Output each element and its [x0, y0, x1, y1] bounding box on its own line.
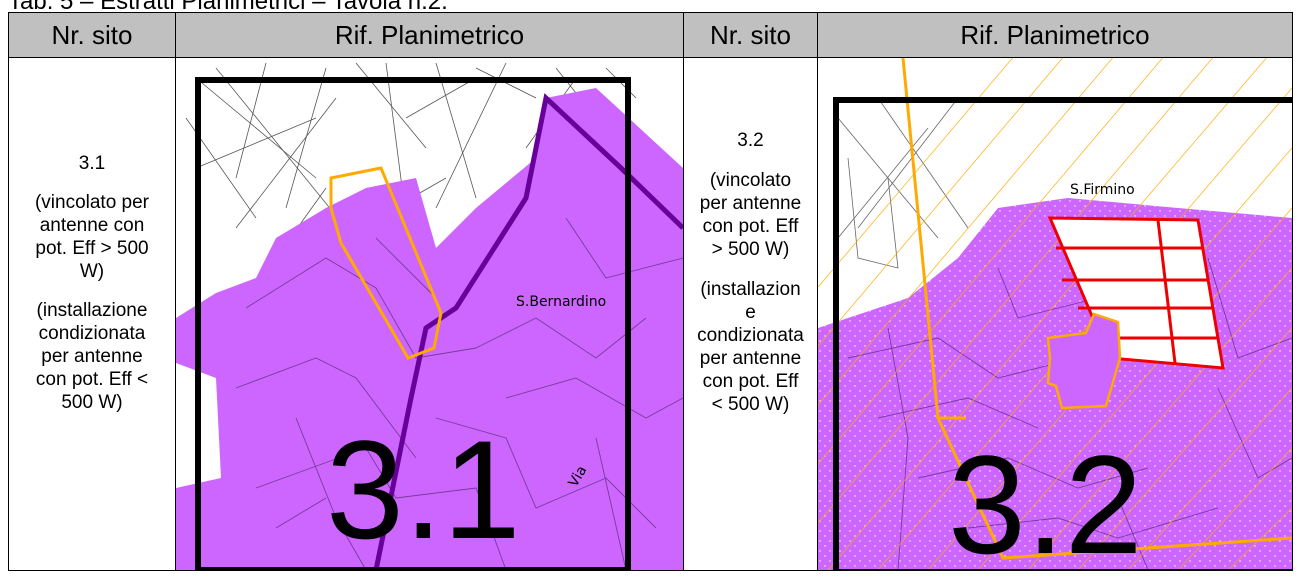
- header-row: Nr. sito Rif. Planimetrico Nr. sito Rif.…: [8, 12, 1294, 58]
- table-row: 3.1 (vincolato per antenne con pot. Eff …: [8, 57, 1294, 571]
- restriction-line: > 500 W): [711, 239, 790, 260]
- condition-line: (installazion: [700, 279, 801, 300]
- map-place-label: S.Bernardino: [516, 294, 606, 310]
- condition-line: e: [745, 302, 756, 323]
- restriction-line: per antenne: [699, 193, 802, 214]
- site-number: 3.1: [78, 153, 106, 174]
- header-planimetric-ref: Rif. Planimetrico: [816, 12, 1294, 58]
- header-planimetric-ref: Rif. Planimetrico: [174, 12, 684, 58]
- map-extract-3-2: S.Firmino 3.2: [817, 58, 1292, 570]
- map-cell: S.Firmino 3.2: [816, 57, 1294, 571]
- condition-line: per antenne: [41, 346, 143, 367]
- condition-line: con pot. Eff: [702, 371, 799, 392]
- restriction-line: W): [79, 261, 105, 282]
- condition-line: (installazione: [36, 300, 148, 321]
- map-cell: S.Bernardino Via 3.1: [174, 57, 684, 571]
- site-description: 3.2 (vincolato per antenne con pot. Eff …: [684, 58, 817, 416]
- map-site-number: 3.2: [948, 426, 1143, 570]
- site-description-cell: 3.2 (vincolato per antenne con pot. Eff …: [682, 57, 818, 571]
- map-place-label: S.Firmino: [1070, 182, 1135, 198]
- site-description: 3.1 (vincolato per antenne con pot. Eff …: [9, 58, 175, 414]
- restriction-line: con pot. Eff: [702, 216, 799, 237]
- map-3-1-drawing: S.Bernardino Via 3.1: [175, 58, 683, 570]
- site-description-cell: 3.1 (vincolato per antenne con pot. Eff …: [8, 57, 176, 571]
- map-3-2-drawing: S.Firmino 3.2: [817, 58, 1292, 570]
- planimetric-table: Nr. sito Rif. Planimetrico Nr. sito Rif.…: [8, 12, 1294, 571]
- condition-line: condizionata: [38, 323, 146, 344]
- header-site-number: Nr. sito: [682, 12, 818, 58]
- restriction-line: antenne con: [39, 215, 145, 236]
- condition-line: 500 W): [61, 392, 123, 413]
- restriction-line: pot. Eff > 500: [35, 238, 149, 259]
- site-number: 3.2: [737, 130, 764, 151]
- condition-line: con pot. Eff <: [35, 369, 149, 390]
- map-site-number: 3.1: [326, 411, 521, 568]
- restriction-line: (vincolato: [709, 170, 792, 191]
- table-caption: Tab. 5 – Estratti Planimetrici – Tavola …: [8, 0, 448, 15]
- header-site-number: Nr. sito: [8, 12, 176, 58]
- condition-line: condizionata: [697, 325, 804, 346]
- condition-line: < 500 W): [711, 394, 790, 415]
- restriction-line: (vincolato per: [34, 192, 150, 213]
- condition-line: per antenne: [699, 348, 802, 369]
- map-extract-3-1: S.Bernardino Via 3.1: [175, 58, 683, 570]
